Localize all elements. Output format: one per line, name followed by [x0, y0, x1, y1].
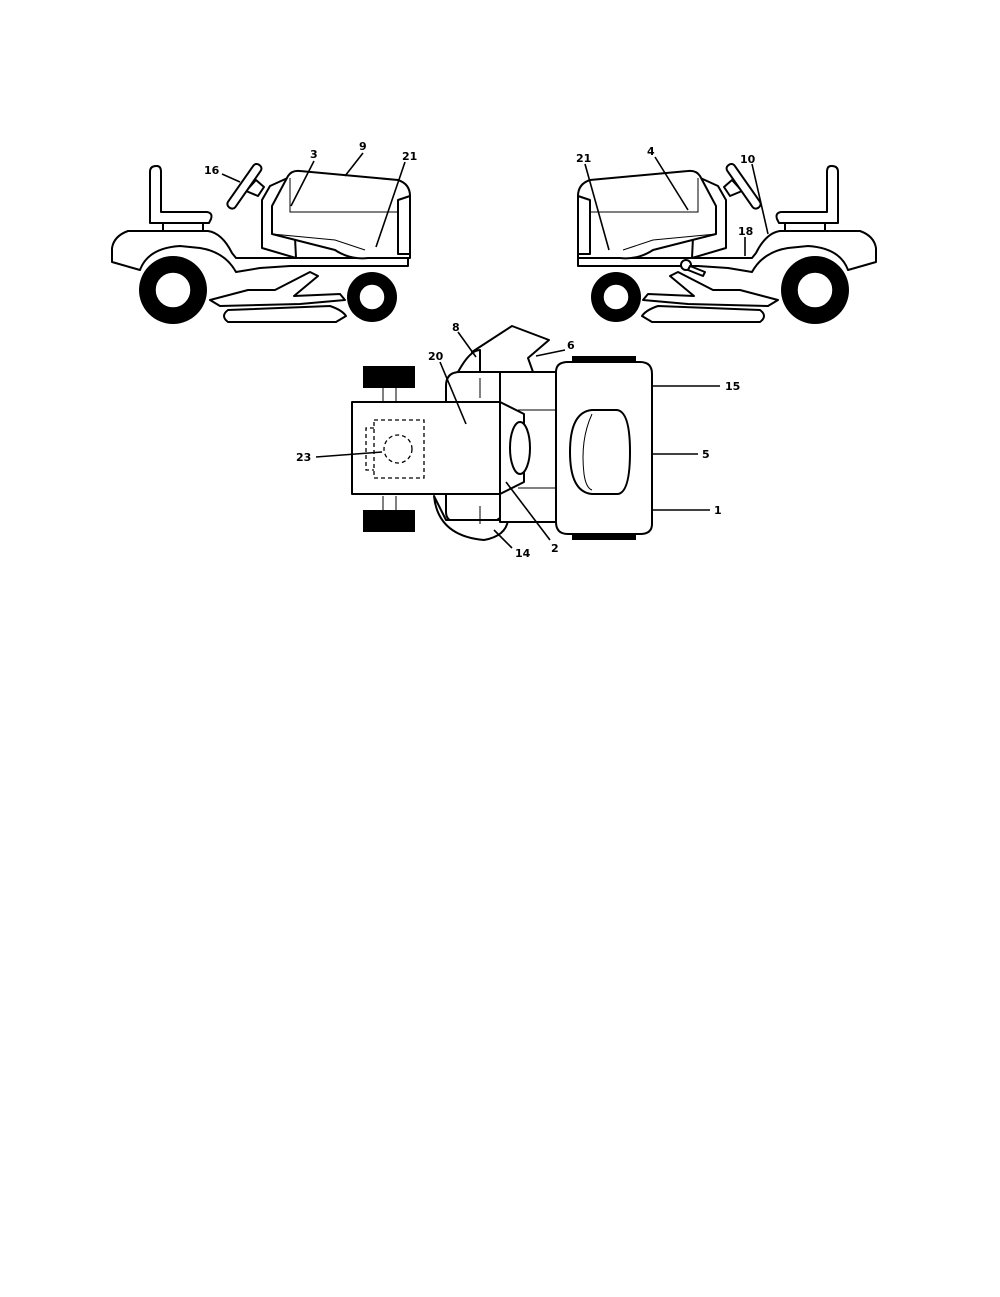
- label-15: 15: [725, 380, 740, 393]
- right-hood-crease: [622, 233, 717, 251]
- left-grille: [397, 195, 411, 255]
- left-rear-fender: [111, 230, 409, 273]
- right-side-view: 21 4 10 18: [576, 145, 877, 324]
- right-mower-deck: [641, 305, 765, 323]
- left-steering-wheel: [226, 162, 263, 210]
- right-footrest: [642, 271, 779, 307]
- top-view: 8 6 20 15 5 1 23 14 2: [296, 321, 740, 560]
- top-rear-wheel-left: [572, 356, 636, 364]
- right-seat-base: [784, 222, 826, 232]
- left-footrest: [209, 271, 346, 307]
- left-hood: [271, 169, 411, 260]
- top-deck-lower-bulge: [433, 495, 509, 541]
- top-discharge-chute: [469, 325, 550, 373]
- label-9: 9: [359, 140, 367, 153]
- label-4: 4: [647, 145, 655, 158]
- right-rear-fender: [577, 230, 877, 273]
- left-hood-panel: [289, 178, 400, 213]
- label-3: 3: [310, 148, 318, 161]
- left-seat: [149, 165, 213, 224]
- right-grille: [577, 195, 591, 255]
- left-mower-deck: [223, 305, 347, 323]
- left-side-view: 16 3 9 21: [111, 140, 417, 324]
- top-decal-area: [373, 419, 425, 479]
- label-21-left: 21: [402, 150, 417, 163]
- right-steering-wheel: [725, 162, 762, 210]
- top-front-wheel-left: [363, 366, 415, 388]
- label-5: 5: [702, 448, 710, 461]
- label-23: 23: [296, 451, 311, 464]
- top-rear-wheel-right: [572, 532, 636, 540]
- right-hood: [577, 169, 717, 260]
- top-deck-upper-bulge: [457, 349, 481, 373]
- label-20: 20: [428, 350, 444, 363]
- top-decal-circle: [383, 434, 413, 464]
- label-18: 18: [738, 225, 753, 238]
- label-21-right: 21: [576, 152, 591, 165]
- right-seat: [775, 165, 839, 224]
- top-front-wheel-right: [363, 510, 415, 532]
- label-16: 16: [204, 164, 220, 177]
- top-seat: [569, 409, 631, 495]
- label-2: 2: [551, 542, 559, 555]
- top-hood: [351, 401, 501, 495]
- label-6: 6: [567, 339, 575, 352]
- left-seat-base: [162, 222, 204, 232]
- label-1: 1: [714, 504, 722, 517]
- right-lever: [687, 265, 706, 277]
- top-steering-wheel: [509, 421, 531, 475]
- label-14: 14: [515, 547, 531, 560]
- right-hood-panel: [588, 178, 699, 213]
- label-10: 10: [740, 153, 756, 166]
- left-hood-crease: [271, 233, 366, 251]
- label-8: 8: [452, 321, 460, 334]
